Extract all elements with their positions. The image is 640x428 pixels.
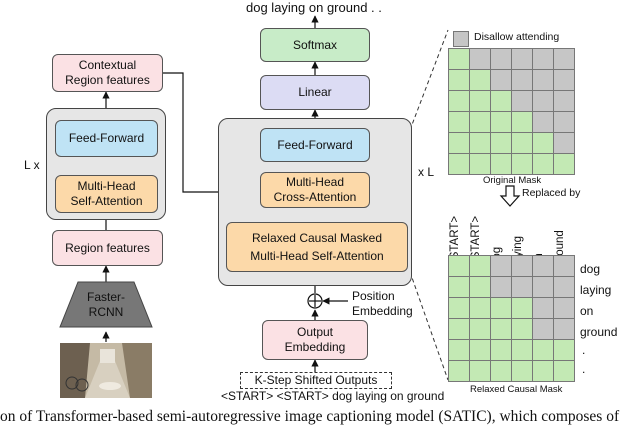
input-tokens-label: <START> <START> dog laying on ground xyxy=(221,389,445,403)
disallow-legend-label: Disallow attending xyxy=(474,31,560,43)
zoom-line-top xyxy=(409,29,449,131)
row-token-2: laying xyxy=(580,283,612,297)
region-features: Region features xyxy=(52,230,163,266)
figure-caption: on of Transformer-based semi-autoregress… xyxy=(0,408,620,425)
output-embedding-box: Output Embedding xyxy=(262,320,368,360)
original-mask-caption: Original Mask xyxy=(483,175,542,186)
relaxed-mask-caption: Relaxed Causal Mask xyxy=(470,384,563,395)
cross-attention-box: Multi-Head Cross-Attention xyxy=(260,172,370,208)
relaxed-mask-grid xyxy=(448,255,575,382)
shifted-outputs-box: K-Step Shifted Outputs xyxy=(240,372,392,389)
linear-box: Linear xyxy=(260,75,370,110)
position-embedding-label: Position Embedding xyxy=(352,289,413,318)
decoder-repeat-label: x L xyxy=(418,165,435,179)
contextual-region-features: Contextual Region features xyxy=(52,54,163,92)
faster-rcnn-label: Faster- RCNN xyxy=(86,290,125,319)
decoder-feed-forward: Feed-Forward xyxy=(260,128,370,162)
encoder-feed-forward: Feed-Forward xyxy=(55,120,158,157)
zoom-line-bottom xyxy=(409,271,449,381)
softmax-box: Softmax xyxy=(260,28,370,62)
replaced-by-arrow xyxy=(499,185,521,207)
row-token-5: . xyxy=(582,343,586,357)
encoder-repeat-label: L x xyxy=(24,158,40,172)
row-token-4: ground xyxy=(580,325,618,339)
disallow-legend-swatch xyxy=(453,31,469,47)
output-text: dog laying on ground . . xyxy=(246,0,382,15)
row-token-3: on xyxy=(580,304,594,318)
input-image xyxy=(60,343,152,398)
replaced-by-label: Replaced by xyxy=(522,187,581,199)
encoder-self-attention: Multi-Head Self-Attention xyxy=(55,175,158,213)
row-token-1: dog xyxy=(580,262,601,276)
relaxed-masked-attention-box: Relaxed Causal Masked Multi-Head Self-At… xyxy=(226,222,408,272)
original-mask-grid xyxy=(448,48,575,175)
row-token-6: . xyxy=(582,362,586,376)
